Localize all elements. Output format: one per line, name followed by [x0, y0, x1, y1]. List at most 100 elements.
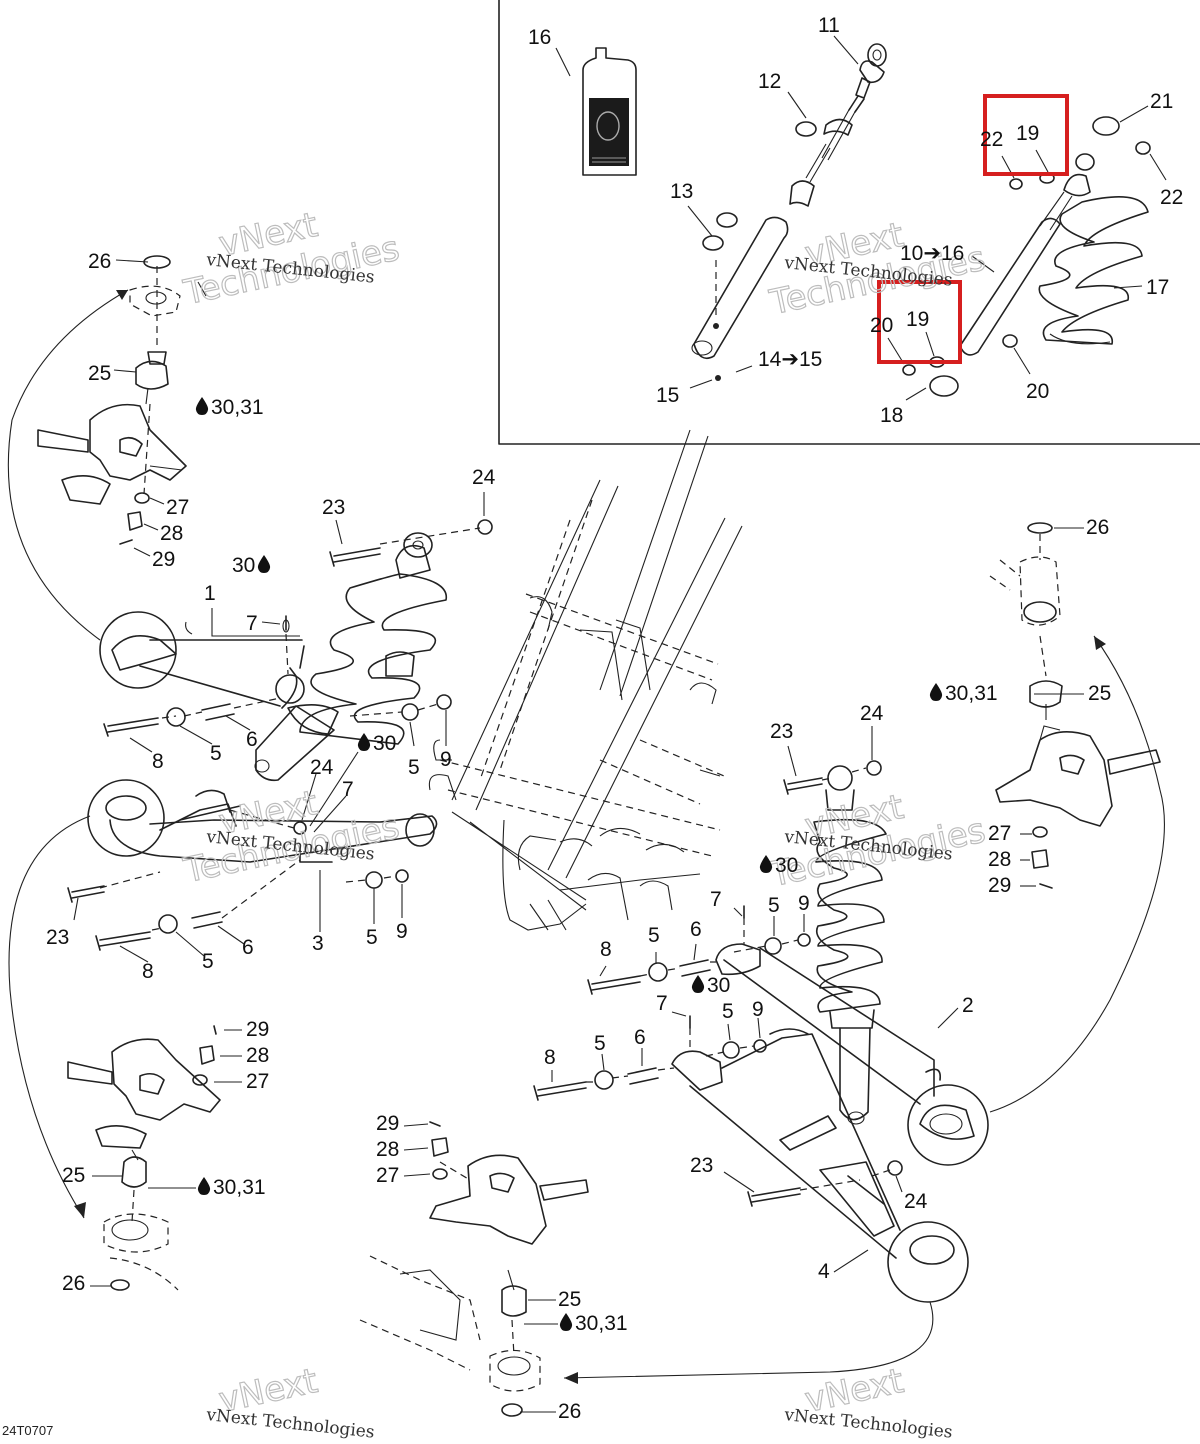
- spindle-rear-right: [429, 1154, 589, 1245]
- callout-c27d: 27: [376, 1164, 399, 1187]
- seal: [702, 235, 724, 251]
- callout-c5g: 5: [722, 1000, 734, 1023]
- callout-c23b: 23: [770, 720, 793, 743]
- inset-panel: [498, 0, 1200, 445]
- ball-joint-right-top: [989, 522, 1063, 720]
- hardware: [67, 492, 1053, 1207]
- left-shock-spring: [254, 532, 448, 782]
- callout-c5f: 5: [648, 924, 660, 947]
- callout-c14: 14➔15: [758, 348, 822, 371]
- callout-c30c: 30: [775, 854, 798, 877]
- ball-joint-right-bottom: [359, 1255, 541, 1417]
- callout-c29b: 29: [988, 874, 1011, 897]
- callout-c3031c: 30,31: [213, 1176, 266, 1199]
- callout-c27b: 27: [988, 822, 1011, 845]
- callout-c11: 11: [818, 14, 840, 37]
- assembled-shock: [959, 153, 1095, 356]
- callout-c28b: 28: [988, 848, 1011, 871]
- ball-joint-left-bottom: [103, 1149, 179, 1291]
- bushing: [1002, 334, 1018, 348]
- coil-spring: [1038, 196, 1149, 345]
- callout-c8b: 8: [142, 960, 154, 983]
- callout-c22b: 22: [1160, 186, 1183, 209]
- callout-c5d: 5: [202, 950, 214, 973]
- highlight-box-upper: [983, 94, 1069, 176]
- callout-c26d: 26: [558, 1400, 581, 1423]
- callout-c3031a: 30,31: [211, 396, 264, 419]
- callout-c23c: 23: [46, 926, 69, 949]
- right-shock-spring: [813, 765, 887, 1125]
- callout-c4: 4: [818, 1260, 830, 1283]
- callout-c24a: 24: [472, 466, 496, 489]
- leader-lines: [73, 35, 1167, 1413]
- callout-c28c: 28: [246, 1044, 269, 1067]
- callout-c27a: 27: [166, 496, 189, 519]
- callout-c19a: 19: [1016, 122, 1039, 145]
- callout-c26a: 26: [88, 250, 111, 273]
- callout-c13: 13: [670, 180, 693, 203]
- callout-c5a: 5: [210, 742, 222, 765]
- oil-drop-icon: [759, 855, 773, 873]
- spring-seat: [1092, 116, 1120, 136]
- callout-c23a: 23: [322, 496, 345, 519]
- callout-c20a: 20: [870, 314, 893, 337]
- o-ring: [795, 121, 817, 137]
- callout-c27c: 27: [246, 1070, 269, 1093]
- callout-c12: 12: [758, 70, 781, 93]
- routing-arrows: [7, 289, 1165, 1384]
- callout-c7d: 7: [656, 992, 668, 1015]
- callout-c5e: 5: [768, 894, 780, 917]
- bushing: [1135, 141, 1151, 155]
- callout-c5h: 5: [594, 1032, 606, 1055]
- oil-drop-icon: [929, 683, 943, 701]
- callout-c8c: 8: [600, 938, 612, 961]
- callout-c3: 3: [312, 932, 324, 955]
- oil-drop-icon: [357, 733, 371, 751]
- callout-c28d: 28: [376, 1138, 399, 1161]
- callout-c15: 15: [656, 384, 679, 407]
- callout-c7b: 7: [342, 778, 354, 801]
- callout-c17: 17: [1146, 276, 1169, 299]
- callout-c24d: 24: [904, 1190, 928, 1213]
- shock-body: [691, 216, 789, 360]
- oil-drop-icon: [195, 397, 209, 415]
- callout-c7c: 7: [710, 888, 722, 911]
- callout-c21: 21: [1150, 90, 1173, 113]
- bushing: [902, 364, 916, 376]
- lower-a-arm-right: [671, 1028, 969, 1303]
- callout-c30d: 30: [707, 974, 730, 997]
- callout-c28a: 28: [160, 522, 183, 545]
- oil-drop-icon: [559, 1313, 573, 1331]
- callout-c6c: 6: [690, 918, 702, 941]
- bleed-screw: [715, 375, 721, 381]
- callout-c18: 18: [880, 404, 903, 427]
- lower-a-arm-left: [87, 779, 438, 863]
- upper-a-arm-right: [715, 943, 989, 1166]
- oil-drop-icon: [257, 555, 271, 573]
- watermark-small: vNext Technologies: [782, 1405, 953, 1439]
- seal: [716, 212, 738, 228]
- callout-c5c: 5: [366, 926, 378, 949]
- callout-c29d: 29: [376, 1112, 399, 1135]
- callout-c2: 2: [962, 994, 974, 1017]
- callout-c7a: 7: [246, 612, 258, 635]
- watermark-small: vNext Technologies: [204, 1405, 375, 1439]
- assembly-lines: [99, 266, 1047, 1357]
- callout-c3031d: 30,31: [575, 1312, 628, 1335]
- callout-c29a: 29: [152, 548, 175, 571]
- callout-c24b: 24: [310, 756, 334, 779]
- oil-bottle: [582, 47, 637, 176]
- bushing: [1009, 178, 1023, 190]
- spindle-rear-left: [67, 1038, 221, 1149]
- callout-c30b: 30: [373, 732, 396, 755]
- callout-c16: 16: [528, 26, 551, 49]
- callout-c10: 10➔16: [900, 242, 964, 265]
- callout-c26c: 26: [62, 1272, 85, 1295]
- callout-c9d: 9: [752, 998, 764, 1021]
- callout-c22a: 22: [980, 128, 1003, 151]
- callout-c8a: 8: [152, 750, 164, 773]
- vehicle-frame: [428, 429, 743, 931]
- callout-c1: 1: [204, 582, 216, 605]
